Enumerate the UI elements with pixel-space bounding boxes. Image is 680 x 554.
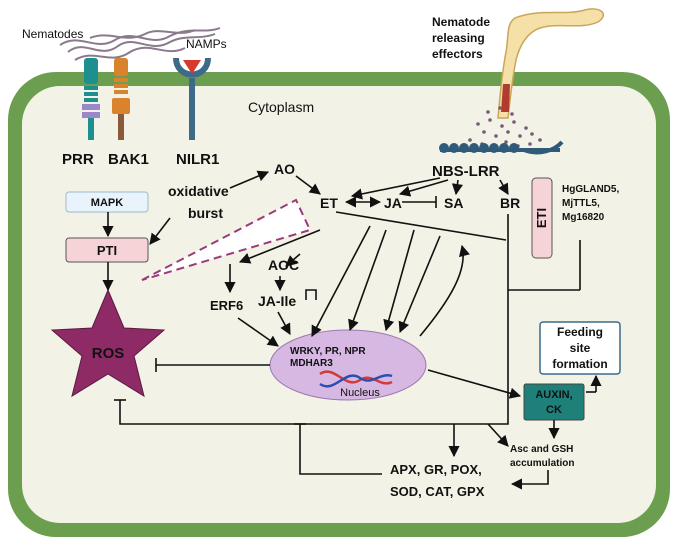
- nematode-effectors-line-1: Nematode: [432, 15, 490, 29]
- mapk-label: MAPK: [91, 197, 123, 209]
- pti-box: [65, 237, 149, 263]
- asc-gsh-line-2: accumulation: [510, 458, 574, 469]
- nbs-lrr-receptor: [439, 140, 564, 155]
- auxin-ck-line-1: AUXIN,: [535, 389, 572, 401]
- ros-star: [50, 288, 166, 398]
- ja-label: JA: [384, 195, 402, 211]
- nbs-lrr-label: NBS-LRR: [432, 163, 500, 180]
- feeding-site-line-1: Feeding: [557, 325, 603, 339]
- nucleus-genes-line-2: MDHAR3: [290, 358, 333, 369]
- nucleus-label: Nucleus: [340, 387, 380, 399]
- oxidative-burst-line-2: burst: [188, 205, 223, 221]
- ja-ile-label: JA-Ile: [258, 293, 296, 309]
- oxidative-burst-line-1: oxidative: [168, 183, 229, 199]
- nilr1-label: NILR1: [176, 151, 219, 168]
- dashed-wedge: [141, 198, 312, 281]
- namps-label: NAMPs: [186, 37, 227, 51]
- enzymes-line-1: APX, GR, POX,: [390, 462, 482, 477]
- cytoplasm-area: [22, 86, 656, 523]
- effectors-list-line-3: Mg16820: [562, 212, 605, 223]
- auxin-ck-line-2: CK: [546, 404, 562, 416]
- nematodes-icon: [59, 27, 221, 61]
- nematode-body-icon: [497, 8, 604, 119]
- asc-gsh-line-1: Asc and GSH: [510, 444, 573, 455]
- dna-icon: [319, 370, 393, 388]
- feeding-site-line-3: formation: [552, 357, 607, 371]
- sa-label: SA: [444, 195, 463, 211]
- bak1-receptor: [112, 58, 130, 140]
- effectors-list-line-1: HgGLAND5,: [562, 184, 619, 195]
- cytoplasm-label: Cytoplasm: [248, 99, 314, 115]
- effectors-list-line-2: MjTTL5,: [562, 198, 600, 209]
- pathway-arrows: [102, 170, 602, 490]
- nematode-effectors-line-2: releasing: [432, 31, 485, 45]
- et-label: ET: [320, 195, 338, 211]
- eti-box: [531, 177, 553, 259]
- nucleus-genes-line-1: WRKY, PR, NPR: [290, 346, 366, 357]
- nilr1-receptor: [173, 57, 211, 140]
- br-label: BR: [500, 195, 520, 211]
- feeding-site-line-2: site: [570, 341, 591, 355]
- mapk-box: [65, 191, 149, 213]
- bak1-label: BAK1: [108, 151, 149, 168]
- nematode-effectors-line-3: effectors: [432, 47, 483, 61]
- feeding-site-box: [539, 321, 621, 375]
- erf6-label: ERF6: [210, 298, 243, 313]
- ao-label: AO: [274, 161, 295, 177]
- enzymes-line-2: SOD, CAT, GPX: [390, 484, 485, 499]
- prr-receptor: [82, 58, 100, 140]
- ros-label: ROS: [92, 345, 125, 362]
- eti-label: ETI: [534, 208, 549, 228]
- pti-label: PTI: [97, 243, 117, 258]
- prr-label: PRR: [62, 151, 94, 168]
- nematodes-label: Nematodes: [22, 27, 83, 41]
